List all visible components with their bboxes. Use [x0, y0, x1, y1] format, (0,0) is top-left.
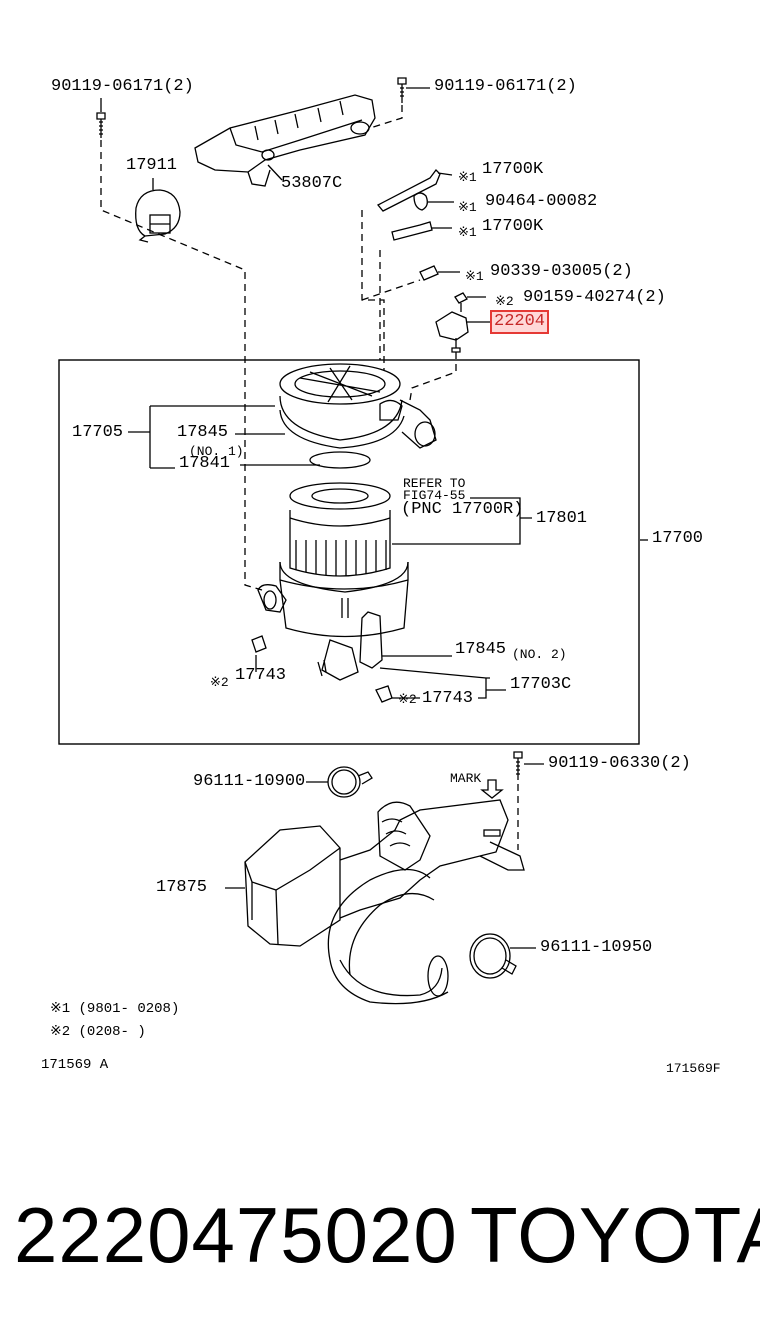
- label-17845-no1: 17845: [177, 423, 229, 442]
- bolt-top-right-icon: [397, 77, 407, 103]
- label-17743-left: 17743: [235, 666, 287, 685]
- label-96111-10950: 96111-10950: [540, 938, 653, 957]
- clip-90464: [413, 192, 454, 211]
- label-refer-pnc: (PNC 17700R): [401, 500, 524, 519]
- label-17911: 17911: [126, 156, 178, 175]
- clamp-96111-10950: [469, 933, 517, 979]
- marker-1a: ※1: [458, 170, 477, 185]
- label-17841: 17841: [179, 454, 231, 473]
- label-17743-right: 17743: [422, 689, 474, 708]
- label-17845-no2: 17845: [455, 640, 507, 659]
- label-17700: 17700: [652, 529, 704, 548]
- label-bolt-right: 90119-06171(2): [434, 77, 577, 96]
- clip-17743-left: [251, 635, 267, 653]
- gasket-17841: [309, 451, 371, 469]
- label-mark: MARK: [450, 771, 482, 786]
- label-90464: 90464-00082: [485, 192, 598, 211]
- label-no2: (NO. 2): [512, 647, 567, 662]
- bolt-90119-06330-icon: [513, 751, 523, 780]
- label-17703c: 17703C: [510, 675, 572, 694]
- filter-element-17801: [289, 482, 391, 577]
- label-17700k-2: 17700K: [482, 217, 544, 236]
- highlight-box-22204: [490, 310, 549, 334]
- marker-2b: ※2: [210, 675, 229, 690]
- part-90339: [419, 265, 460, 281]
- label-90159: 90159-40274(2): [523, 288, 666, 307]
- label-17875: 17875: [156, 878, 208, 897]
- note-2: ※2 (0208- ): [50, 1024, 146, 1040]
- label-90339: 90339-03005(2): [490, 262, 633, 281]
- marker-2c: ※2: [398, 692, 417, 707]
- label-22204-highlighted[interactable]: 22204: [494, 312, 546, 331]
- case-17703c: [257, 561, 409, 681]
- footer-part-number: 2220475020: [14, 1191, 458, 1279]
- label-17801: 17801: [536, 509, 588, 528]
- marker-2a: ※2: [495, 294, 514, 309]
- note-1: ※1 (9801- 0208): [50, 1001, 180, 1017]
- screw-90159-icon: [454, 292, 486, 312]
- intake-duct-17875: [244, 799, 525, 1005]
- hose-17700k-upper: [376, 169, 453, 212]
- sensor-22204: [435, 311, 490, 353]
- label-17700k-1: 17700K: [482, 160, 544, 179]
- marker-1d: ※1: [465, 269, 484, 284]
- label-no1: (NO. 1): [189, 444, 244, 459]
- marker-1c: ※1: [458, 225, 477, 240]
- label-refer-to: REFER TO: [403, 476, 466, 491]
- label-17705: 17705: [72, 423, 124, 442]
- marker-1b: ※1: [458, 200, 477, 215]
- label-refer-fig: FIG74-55: [403, 488, 466, 503]
- bolt-top-left-icon: [96, 112, 106, 138]
- code-right: 171569F: [666, 1061, 721, 1076]
- label-90119-06330: 90119-06330(2): [548, 754, 691, 773]
- label-bolt-left: 90119-06171(2): [51, 77, 194, 96]
- air-cleaner-cap-17705: [279, 363, 437, 449]
- hose-17700k-lower: [391, 221, 452, 241]
- clip-17743-right: [375, 685, 393, 703]
- footer-brand: TOYOTA: [470, 1191, 760, 1279]
- label-53807c: 53807C: [281, 174, 343, 193]
- code-left: 171569 A: [41, 1057, 109, 1073]
- duct-53807c: [194, 94, 376, 187]
- part-17911: [135, 189, 181, 243]
- label-96111-10900: 96111-10900: [193, 772, 306, 791]
- assembly-box: [58, 359, 640, 745]
- clamp-96111-10900: [327, 766, 373, 798]
